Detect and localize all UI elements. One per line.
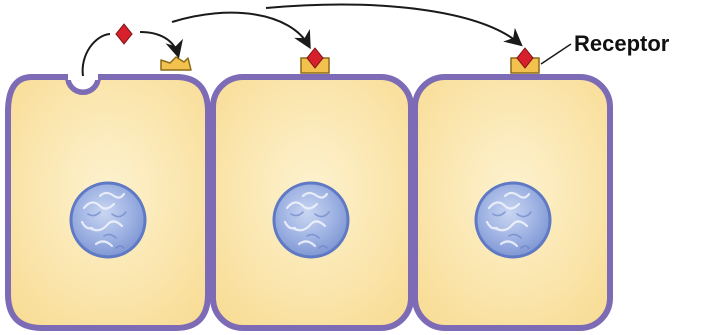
target-cell-1 <box>213 48 411 328</box>
receptor-empty <box>161 57 191 70</box>
nucleus <box>476 183 550 257</box>
nucleus <box>274 183 348 257</box>
ligand-free <box>116 24 132 44</box>
nucleus <box>71 183 145 257</box>
arrow-to-cell-1-receptor <box>140 32 178 55</box>
arrow-to-cell-2-receptor <box>172 13 309 46</box>
receptor-leader-line <box>541 44 571 64</box>
receptor-label: Receptor <box>574 31 670 56</box>
target-cell-2 <box>415 48 610 328</box>
secretion-arrow <box>83 34 110 76</box>
secreting-cell <box>8 57 208 328</box>
